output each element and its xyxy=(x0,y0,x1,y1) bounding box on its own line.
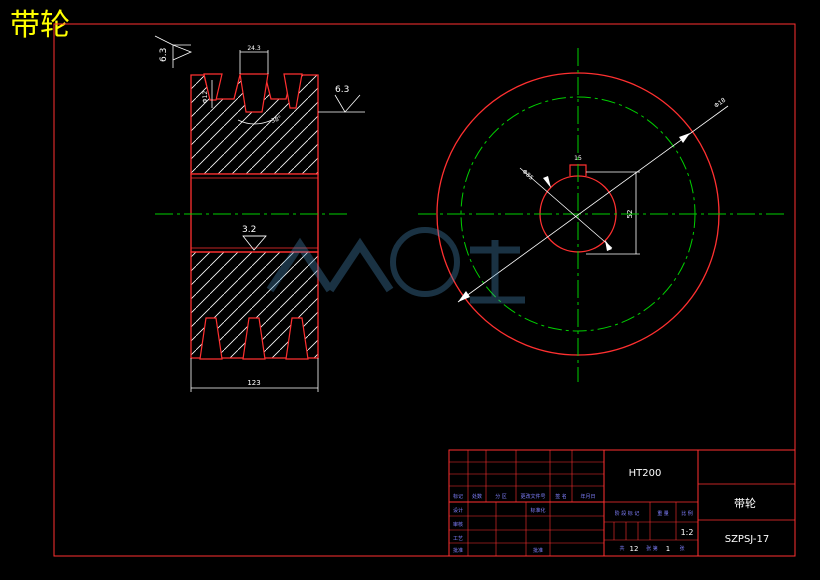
lower-groove-2 xyxy=(242,317,266,360)
tb-label-standard: 标准化 xyxy=(530,507,545,514)
tb-header-date: 年月日 xyxy=(580,493,595,500)
groove-angle-arc xyxy=(237,119,273,125)
dim-groove-angle: 38° xyxy=(270,115,282,125)
svg-text:6.3: 6.3 xyxy=(335,85,349,95)
tb-header-change: 更改文件号 xyxy=(520,493,545,500)
front-view: 52 15 Φ18 Φ85 xyxy=(418,48,784,382)
tb-part-name: 带轮 xyxy=(734,496,756,510)
tb-label-ratio: 比 例 xyxy=(681,510,693,517)
dim-hub-diameter: Φ85 xyxy=(521,168,535,182)
tb-label-weight: 重 量 xyxy=(657,510,669,517)
watermark-logo xyxy=(266,227,525,304)
upper-groove-1 xyxy=(203,73,223,101)
tb-header-mark: 标记 xyxy=(453,493,463,500)
tb-material: HT200 xyxy=(629,468,662,479)
dim-groove-depth: Φ12 xyxy=(202,91,209,104)
lower-groove-3 xyxy=(285,317,309,360)
tb-sheet-count: 12 xyxy=(630,545,639,553)
dim-groove-width: 24.3 xyxy=(247,45,261,52)
drawing-border xyxy=(53,23,796,557)
dim-total-width: 123 xyxy=(247,379,260,387)
tb-sheet-num-label: 张 第 xyxy=(646,545,658,552)
tb-sheet-total-label: 共 xyxy=(619,545,624,552)
upper-groove-3 xyxy=(283,73,303,109)
tb-label-approve: 批准 xyxy=(533,547,543,554)
tb-label-approve-left: 批准 xyxy=(453,547,463,554)
drawing-title: 带轮 xyxy=(10,8,70,43)
section-view: 123 24.3 Φ12 38° 6.3 6.3 3.2 xyxy=(154,35,365,392)
svg-text:6.3: 6.3 xyxy=(159,48,169,62)
roughness-symbol-top: 6.3 xyxy=(154,35,193,68)
tb-label-design: 设计 xyxy=(453,507,463,514)
bore xyxy=(190,173,319,253)
dim-hub-leader xyxy=(519,167,613,249)
roughness-symbol-side: 6.3 xyxy=(318,85,365,113)
tb-sheet-end-label: 张 xyxy=(679,545,684,552)
tb-label-stage: 阶 段 标 记 xyxy=(615,510,640,517)
upper-groove-2 xyxy=(239,73,269,113)
svg-text:3.2: 3.2 xyxy=(242,225,256,235)
tb-header-sign: 签 名 xyxy=(555,493,567,500)
tb-label-review: 审核 xyxy=(453,521,463,528)
tb-scale: 1:2 xyxy=(681,528,694,537)
title-block: 标记 处数 分 区 更改文件号 签 名 年月日 设计 标准化 审核 工艺 批准 … xyxy=(448,449,796,557)
lower-groove-1 xyxy=(199,317,223,360)
roughness-symbol-bore: 3.2 xyxy=(242,225,267,251)
tb-sheet-a: 1 xyxy=(666,545,670,553)
tb-header-count: 处数 xyxy=(472,493,482,500)
tb-header-zone: 分 区 xyxy=(495,493,507,500)
tb-label-process: 工艺 xyxy=(453,536,463,542)
tb-drawing-no: SZPSJ-17 xyxy=(725,534,770,545)
